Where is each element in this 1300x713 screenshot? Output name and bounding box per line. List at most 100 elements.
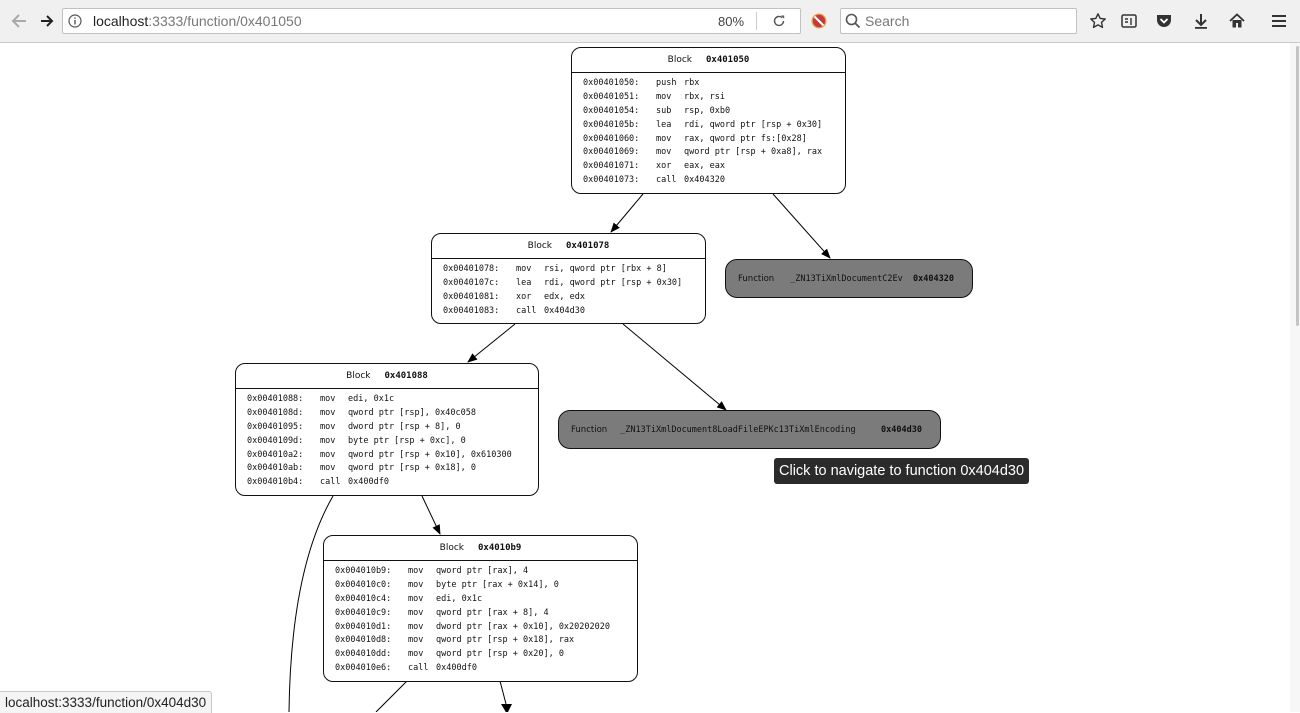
insn-mnemonic: xor <box>656 161 672 172</box>
insn-mnemonic: call <box>320 477 341 488</box>
insn-operands: 0x404320 <box>684 175 725 186</box>
browser-toolbar: localhost:3333/function/0x401050 80% <box>0 0 1300 43</box>
insn-operands: 0x400df0 <box>348 477 389 488</box>
insn-mnemonic: mov <box>516 264 532 274</box>
insn-address: 0x00401054: <box>583 105 640 116</box>
insn-address: 0x00401081: <box>443 291 500 302</box>
block-header: Block 0x401050 <box>572 48 845 73</box>
function-node-0x404d30[interactable]: Function _ZN13TiXmlDocument8LoadFileEPKc… <box>558 410 941 449</box>
reading-list-icon[interactable] <box>1116 8 1142 34</box>
insn-mnemonic: mov <box>320 421 336 432</box>
insn-mnemonic: mov <box>408 635 424 646</box>
edge-401050-func-404320 <box>772 193 831 259</box>
insn-operands: rsp, 0xb0 <box>684 105 731 116</box>
insn-mnemonic: mov <box>320 463 336 474</box>
back-arrow-icon[interactable] <box>6 8 32 34</box>
edge-4010b9-arrowhead <box>501 704 512 712</box>
insn-operands: qword ptr [rsp + 0x10], 0x610300 <box>348 449 512 460</box>
insn-address: 0x00401071: <box>583 161 640 172</box>
block-header: Block 0x4010b9 <box>324 536 637 561</box>
block-label: Block <box>527 241 552 251</box>
info-icon[interactable] <box>67 13 83 29</box>
insn-address: 0x00401088: <box>247 394 304 404</box>
block-label: Block <box>439 543 464 553</box>
insn-mnemonic: mov <box>320 435 336 446</box>
insn-operands: 0x400df0 <box>436 663 477 674</box>
insn-operands: qword ptr [rax], 4 <box>436 566 529 576</box>
insn-operands: qword ptr [rsp], 0x40c058 <box>348 407 476 418</box>
url-host: localhost <box>93 13 149 29</box>
insn-operands: byte ptr [rsp + 0xc], 0 <box>348 435 466 446</box>
star-icon[interactable] <box>1085 8 1111 34</box>
url-path: :3333/function/0x401050 <box>148 13 302 29</box>
function-node-0x404320[interactable]: Function _ZN13TiXmlDocumentC2Ev 0x404320 <box>725 259 973 298</box>
insn-address: 0x00401078: <box>443 264 500 274</box>
url-text[interactable]: localhost:3333/function/0x401050 <box>93 13 302 29</box>
vertical-scrollbar[interactable] <box>1290 43 1300 712</box>
navigate-tooltip: Click to navigate to function 0x404d30 <box>774 458 1030 484</box>
forward-arrow-icon[interactable] <box>34 8 60 34</box>
insn-mnemonic: mov <box>320 407 336 418</box>
function-name: _ZN13TiXmlDocumentC2Ev <box>790 273 903 284</box>
insn-mnemonic: call <box>656 175 677 186</box>
url-bar[interactable]: localhost:3333/function/0x401050 80% <box>62 8 801 34</box>
insn-operands: dword ptr [rax + 0x10], 0x20202020 <box>436 621 610 632</box>
block-label: Block <box>346 371 371 381</box>
insn-mnemonic: mov <box>408 607 424 618</box>
edge-401078-func-404d30 <box>622 323 727 411</box>
edge-401088-4010b9 <box>421 495 441 535</box>
insn-mnemonic: lea <box>516 277 532 288</box>
insn-operands: qword ptr [rax + 8], 4 <box>436 607 549 618</box>
download-icon[interactable] <box>1188 8 1214 34</box>
reload-icon[interactable] <box>769 11 789 31</box>
zoom-indicator[interactable]: 80% <box>717 13 745 29</box>
hamburger-menu-icon[interactable] <box>1266 8 1292 34</box>
insn-mnemonic: mov <box>656 91 672 102</box>
insn-address: 0x00401060: <box>583 133 640 144</box>
function-address: 0x404d30 <box>881 424 922 435</box>
search-input[interactable] <box>865 12 1065 30</box>
edge-401050-401078 <box>610 193 644 233</box>
edge-401088-down <box>288 495 334 712</box>
insn-address: 0x004010c4: <box>335 593 392 604</box>
search-bar[interactable] <box>840 8 1077 34</box>
insn-mnemonic: mov <box>408 621 424 632</box>
insn-address: 0x004010dd: <box>335 649 392 660</box>
search-icon <box>844 12 862 30</box>
pocket-icon[interactable] <box>1151 8 1177 34</box>
insn-mnemonic: push <box>656 78 677 88</box>
status-bar-link: localhost:3333/function/0x404d30 <box>0 691 213 713</box>
home-icon[interactable] <box>1224 8 1250 34</box>
insn-address: 0x004010d8: <box>335 635 392 646</box>
tracking-protection-icon[interactable] <box>806 8 832 34</box>
scrollbar-thumb[interactable] <box>1296 46 1299 326</box>
block-header: Block 0x401078 <box>432 234 705 259</box>
block-header: Block 0x401088 <box>236 364 538 389</box>
insn-operands: qword ptr [rsp + 0xa8], rax <box>684 147 823 158</box>
